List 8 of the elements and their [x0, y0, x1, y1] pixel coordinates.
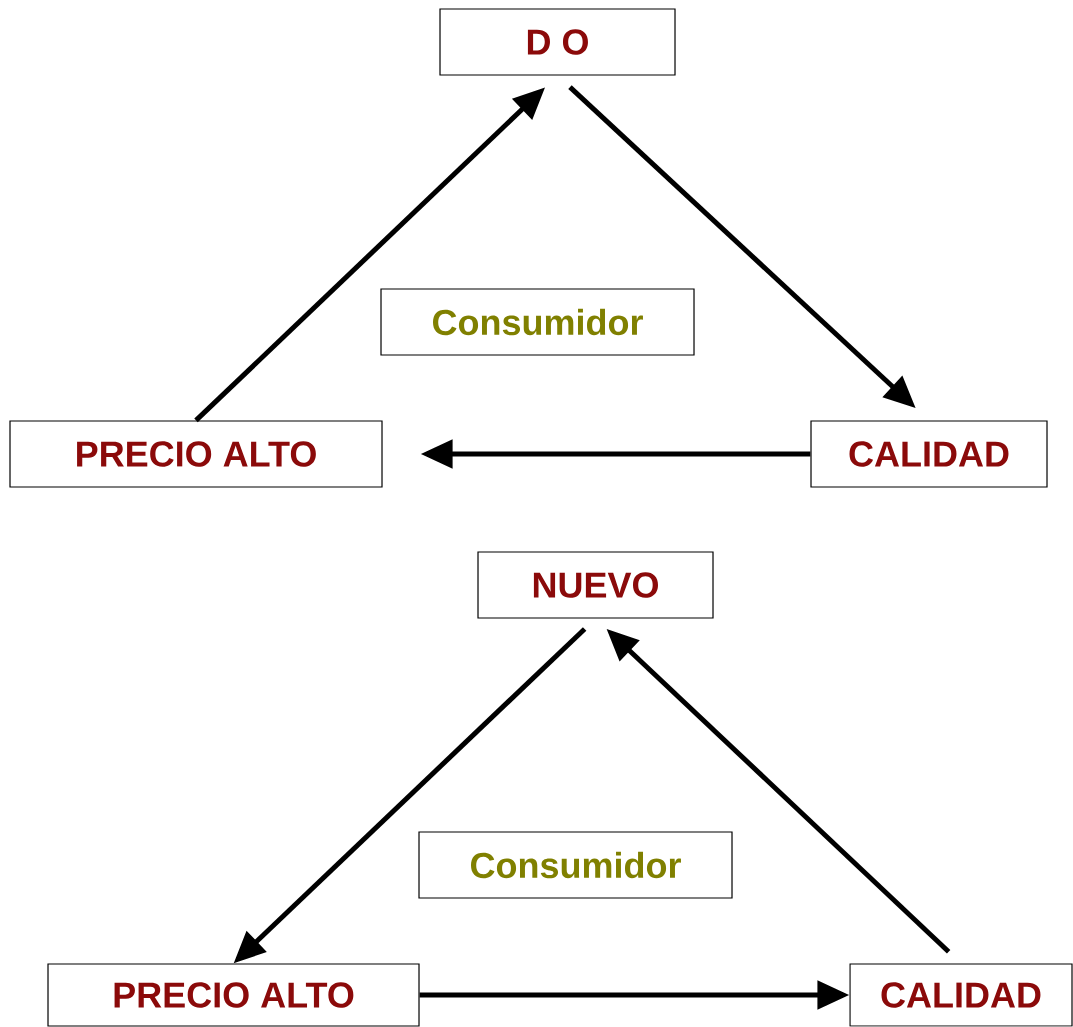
label-box: PRECIO ALTO: [47, 963, 420, 1027]
label-box: CALIDAD: [849, 963, 1073, 1027]
label-box: D O: [439, 8, 676, 76]
label-box: CALIDAD: [810, 420, 1048, 488]
label-box: NUEVO: [477, 551, 714, 619]
label-box: Consumidor: [380, 288, 695, 356]
label-box: PRECIO ALTO: [9, 420, 383, 488]
label-box: Consumidor: [418, 831, 733, 899]
